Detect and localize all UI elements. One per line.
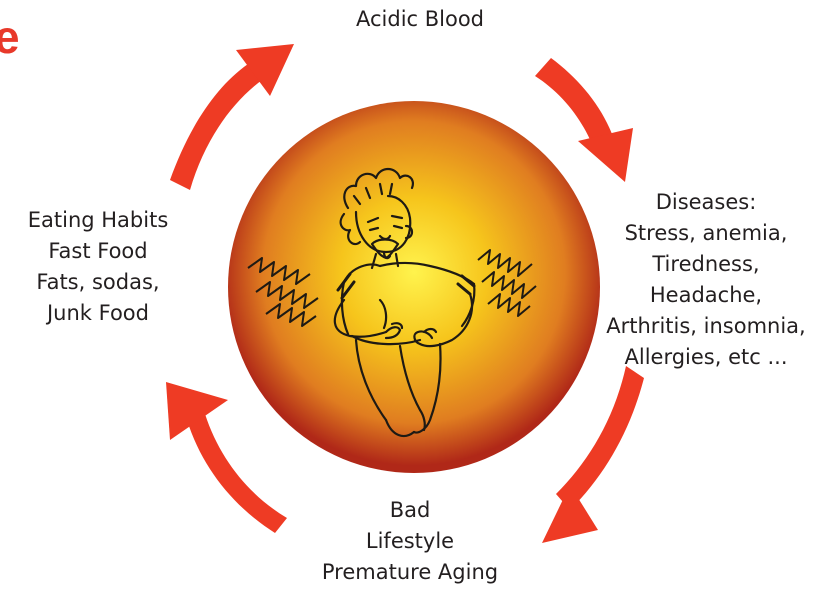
stage-text-line: Lifestyle (285, 526, 535, 557)
stage-text-line: Fats, sodas, (8, 267, 188, 298)
stage-text-line: Junk Food (8, 298, 188, 329)
stage-text-line: Eating Habits (8, 205, 188, 236)
stage-text-line: Premature Aging (285, 557, 535, 588)
stage-text-line: Acidic Blood (270, 4, 570, 35)
stage-text-line: Tiredness, (578, 249, 834, 280)
stage-bad-lifestyle: Bad Lifestyle Premature Aging (285, 495, 535, 588)
arrow-head-top-right (578, 128, 633, 182)
stage-text-line: Diseases: (578, 187, 834, 218)
stage-text-line: Allergies, etc ... (578, 342, 834, 373)
stage-acidic-blood: Acidic Blood (270, 4, 570, 35)
arrow-head-bottom-right (542, 485, 598, 543)
arrow-left-to-top (170, 64, 262, 190)
stage-text-line: Headache, (578, 280, 834, 311)
stage-eating-habits: Eating Habits Fast Food Fats, sodas, Jun… (8, 205, 188, 329)
arrow-bottom-to-left (187, 414, 287, 533)
stage-text-line: Fast Food (8, 236, 188, 267)
center-sphere (228, 101, 600, 473)
stage-diseases: Diseases: Stress, anemia, Tiredness, Hea… (578, 187, 834, 373)
arrow-top-to-right (535, 58, 612, 144)
stage-text-line: Bad (285, 495, 535, 526)
stage-text-line: Arthritis, insomnia, (578, 311, 834, 342)
stage-text-line: Stress, anemia, (578, 218, 834, 249)
